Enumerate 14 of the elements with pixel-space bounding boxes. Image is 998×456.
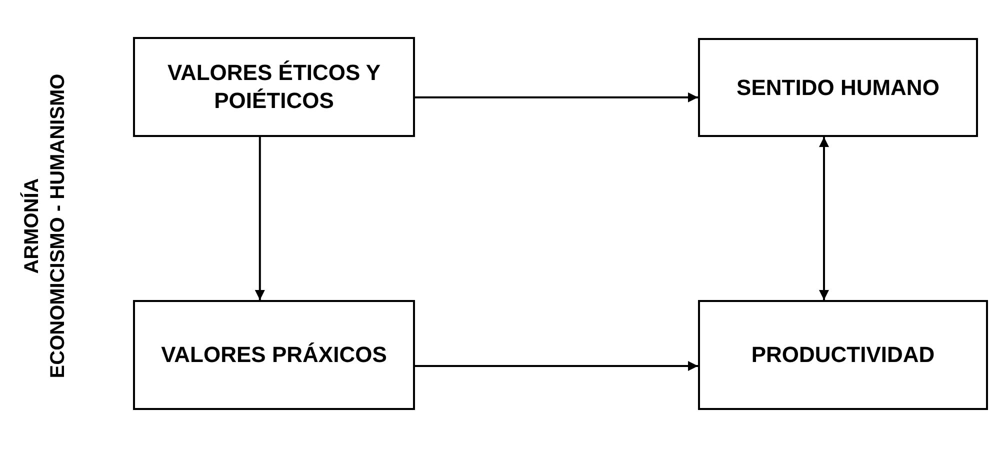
arrow: [819, 137, 829, 300]
side-label: ARMONÍA: [19, 178, 44, 274]
box-label: VALORES ÉTICOS Y POIÉTICOS: [166, 59, 382, 115]
process-box: [698, 38, 978, 137]
box-label: PRODUCTIVIDAD: [751, 341, 935, 369]
arrow: [415, 92, 698, 102]
process-box: [133, 37, 415, 137]
box-label: VALORES PRÁXICOS: [161, 341, 387, 369]
arrow: [254, 137, 265, 300]
process-box: [698, 300, 988, 410]
process-box: [133, 300, 415, 410]
side-label: ECONOMICISMO - HUMANISMO: [46, 74, 70, 378]
box-label: SENTIDO HUMANO: [736, 74, 940, 102]
arrow: [415, 361, 698, 371]
